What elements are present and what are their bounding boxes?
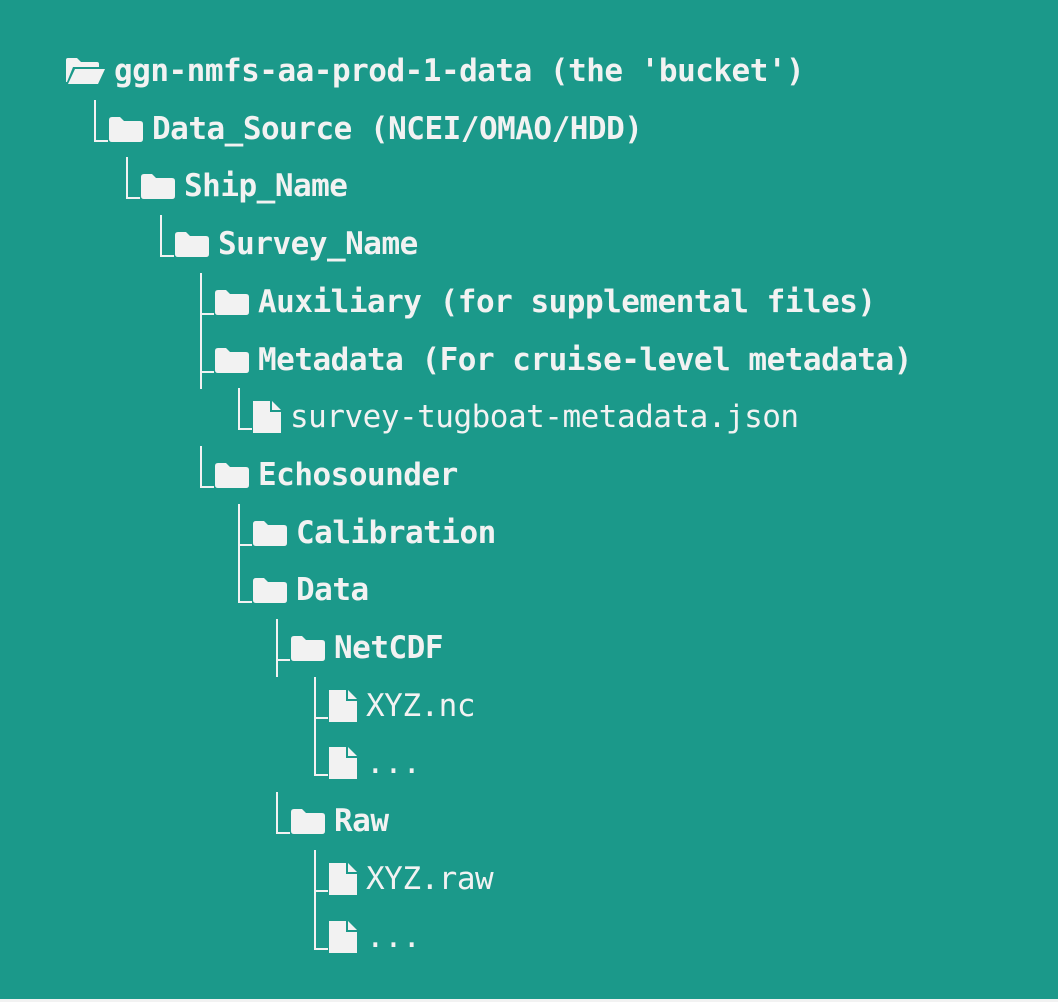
folder-name: Raw [334, 803, 389, 840]
folder-name: Ship_Name [184, 168, 348, 205]
folder-icon [253, 520, 287, 546]
file-icon [329, 862, 357, 895]
folder-name: Data_Source (NCEI/OMAO/HDD) [152, 110, 643, 147]
file-icon [329, 689, 357, 722]
folder-name: ggn-nmfs-aa-prod-1-data (the 'bucket') [114, 53, 805, 89]
folder-icon [291, 636, 325, 661]
file-name: XYZ.nc [366, 687, 475, 724]
folder-name: NetCDF [334, 630, 443, 666]
file-name: ... [366, 745, 421, 782]
file-icon [253, 401, 281, 434]
file-name: ... [366, 918, 421, 955]
folder-icon [215, 347, 249, 373]
folder-name: Echosounder [258, 456, 458, 493]
folder-node[interactable]: Raw [290, 792, 389, 850]
folder-icon [215, 462, 249, 488]
file-name: XYZ.raw [366, 860, 494, 897]
file-icon [329, 920, 357, 953]
folder-icon [175, 232, 209, 258]
file-name: survey-tugboat-metadata.json [290, 399, 799, 436]
file-node[interactable]: ... [328, 734, 421, 792]
folder-node[interactable]: Ship_Name [140, 157, 348, 215]
folder-node[interactable]: Echosounder [214, 446, 458, 504]
folder-node[interactable]: NetCDF [290, 619, 443, 677]
folder-icon [215, 289, 249, 315]
folder-node[interactable]: Auxiliary (for supplemental files) [214, 273, 876, 331]
folder-node[interactable]: Data [252, 561, 369, 619]
folder-icon [141, 174, 175, 200]
folder-icon [109, 116, 143, 142]
file-node[interactable]: XYZ.raw [328, 850, 494, 908]
bottom-rule [0, 999, 1058, 1002]
folder-node[interactable]: Survey_Name [174, 215, 418, 273]
file-node[interactable]: XYZ.nc [328, 677, 475, 735]
file-icon [329, 747, 357, 780]
folder-open-icon [66, 58, 105, 84]
folder-name: Auxiliary (for supplemental files) [258, 283, 876, 320]
file-node[interactable]: survey-tugboat-metadata.json [252, 388, 799, 446]
folder-node[interactable]: Metadata (For cruise-level metadata) [214, 331, 912, 389]
file-node[interactable]: ... [328, 908, 421, 966]
folder-name: Survey_Name [218, 226, 418, 263]
folder-icon [291, 809, 325, 835]
folder-node[interactable]: Calibration [252, 504, 496, 562]
folder-name: Data [296, 572, 369, 609]
folder-name: Calibration [296, 514, 496, 551]
folder-name: Metadata (For cruise-level metadata) [258, 341, 912, 378]
folder-icon [253, 578, 287, 604]
folder-node[interactable]: Data_Source (NCEI/OMAO/HDD) [108, 100, 643, 158]
folder-node[interactable]: ggn-nmfs-aa-prod-1-data (the 'bucket') [64, 42, 805, 100]
